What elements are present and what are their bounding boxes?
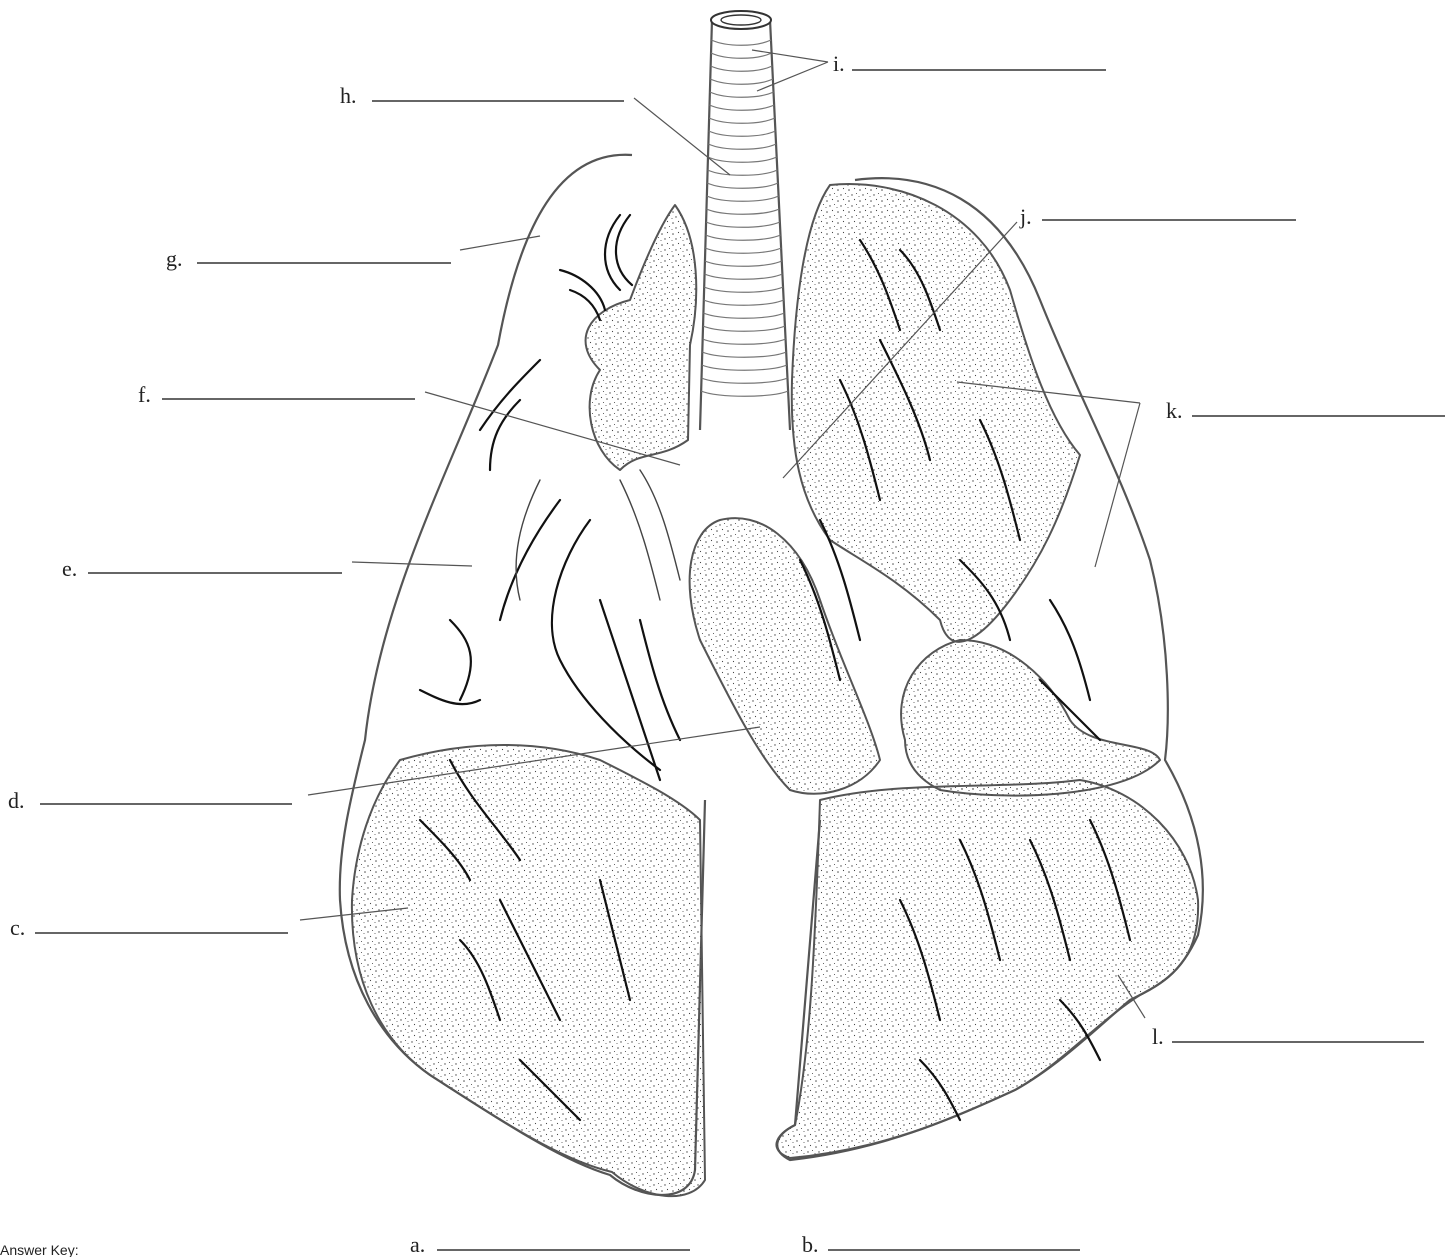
tracheal-ring xyxy=(704,287,783,292)
tracheal-ring xyxy=(706,222,780,227)
tracheal-ring xyxy=(710,105,775,110)
tracheal-ring xyxy=(706,235,781,240)
label-f: f. xyxy=(138,382,151,407)
right-upper-lobe xyxy=(586,205,697,470)
tracheal-ring xyxy=(703,313,784,318)
tracheal-ring xyxy=(711,40,771,45)
label-d: d. xyxy=(8,788,25,813)
tracheal-ring xyxy=(708,170,778,175)
tracheal-ring xyxy=(702,378,788,383)
label-e: e. xyxy=(62,556,77,581)
label-c: c. xyxy=(10,915,25,940)
tracheal-ring xyxy=(710,79,773,84)
tracheal-ring xyxy=(705,261,782,266)
label-l: l. xyxy=(1152,1024,1164,1049)
label-a: a. xyxy=(410,1232,425,1257)
label-j: j. xyxy=(1019,204,1032,229)
tracheal-ring xyxy=(705,274,783,279)
accessory-lobe xyxy=(901,640,1160,796)
cardiac-lobe xyxy=(690,518,880,794)
tracheal-ring xyxy=(709,118,775,123)
tracheal-ring xyxy=(707,183,778,188)
tracheal-ring xyxy=(707,196,779,201)
tracheal-ring xyxy=(711,66,773,71)
tracheal-ring xyxy=(711,53,772,58)
right-lower-lobe xyxy=(352,745,705,1196)
tracheal-ring xyxy=(703,326,785,331)
tracheal-ring xyxy=(703,339,786,344)
label-h: h. xyxy=(340,83,357,108)
tracheal-ring xyxy=(709,131,776,136)
tracheal-ring xyxy=(705,248,781,253)
label-g: g. xyxy=(166,246,183,271)
left-upper-lobe xyxy=(792,184,1080,642)
tracheal-ring xyxy=(708,157,777,162)
tracheal-ring xyxy=(710,92,774,97)
label-k: k. xyxy=(1166,398,1183,423)
trachea xyxy=(700,11,790,430)
left-lower-lobe xyxy=(776,780,1198,1158)
tracheal-rings xyxy=(701,40,788,396)
answer-key-heading: Answer Key: xyxy=(0,1242,79,1257)
tracheal-ring xyxy=(706,209,779,214)
label-b: b. xyxy=(802,1232,819,1257)
tracheal-ring xyxy=(702,365,787,370)
tracheal-ring xyxy=(704,300,784,305)
tracheal-ring xyxy=(708,144,776,149)
label-i: i. xyxy=(833,51,845,76)
tracheal-ring xyxy=(701,391,788,396)
tracheal-ring xyxy=(702,352,786,357)
